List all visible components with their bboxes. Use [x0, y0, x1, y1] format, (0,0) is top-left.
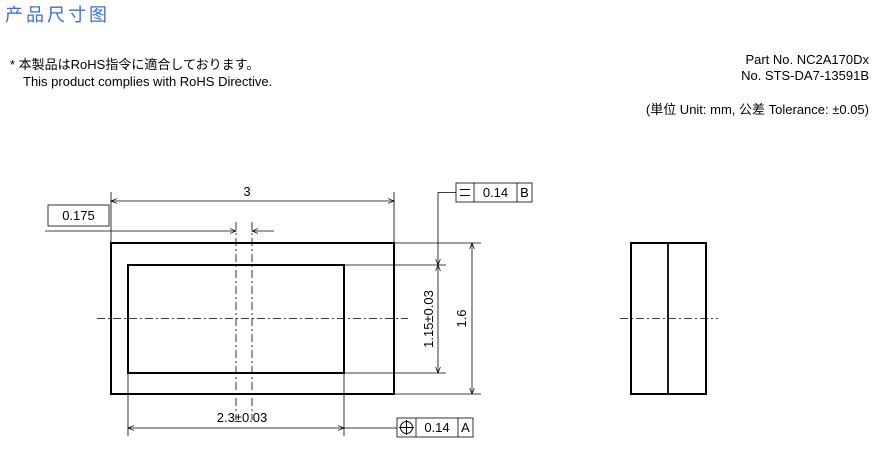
parallelism-datum: B [520, 185, 529, 200]
dim-text-inner-length: 2.3±0.03 [217, 410, 268, 425]
part-info: Part No. NC2A170Dx No. STS-DA7-13591B [741, 52, 869, 84]
parallelism-control-frame: 0.14 B [455, 182, 533, 203]
document-number: No. STS-DA7-13591B [741, 68, 869, 83]
rohs-note-en: This product complies with RoHS Directiv… [23, 74, 273, 89]
units-tolerance-note: (単位 Unit: mm, 公差 Tolerance: ±0.05) [645, 102, 869, 117]
dim-text-pad-offset: 0.175 [62, 208, 95, 223]
position-value: 0.14 [424, 420, 449, 435]
dim-box-pad-offset [47, 204, 110, 227]
outer-outline [110, 242, 395, 395]
page-title: 产品尺寸图 [5, 5, 110, 26]
parallelism-leader [435, 192, 456, 266]
position-control-frame: 0.14 A [396, 417, 474, 438]
dim-text-overall-height: 1.6 [454, 309, 469, 327]
position-datum: A [461, 420, 470, 435]
rohs-note: * 本製品はRoHS指令に適合しております。 This product comp… [10, 56, 272, 90]
dim-text-inner-height: 1.15±0.03 [421, 290, 436, 348]
part-number: Part No. NC2A170Dx [745, 52, 869, 67]
parallelism-value: 0.14 [483, 185, 508, 200]
side-view [620, 242, 718, 395]
dim-text-overall-length: 3 [243, 184, 250, 199]
position-symbol-icon [399, 420, 414, 435]
rohs-note-jp: * 本製品はRoHS指令に適合しております。 [10, 57, 260, 72]
